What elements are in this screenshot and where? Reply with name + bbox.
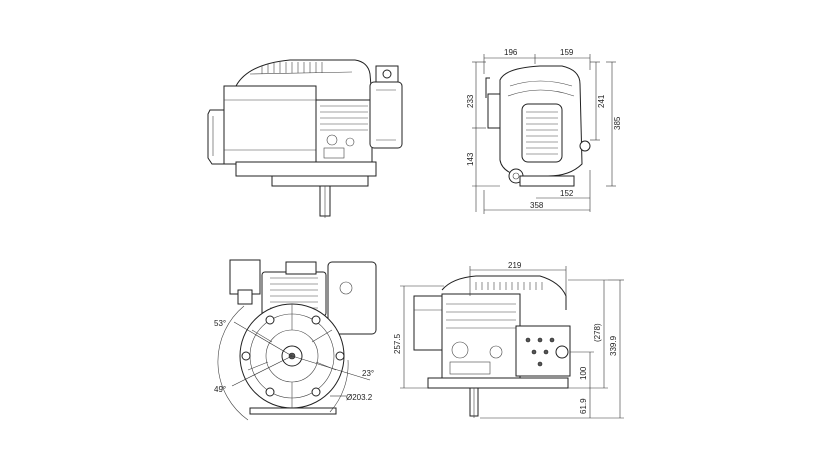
dim-385: 385 [613,116,622,130]
side-view-bottom-right: 219 257.5 (278) 339.9 100 61.9 [393,261,624,419]
side-view-top-left [207,59,403,218]
angle-53: 53° [214,319,226,328]
dim-219: 219 [508,261,522,270]
dim-233: 233 [466,94,475,108]
dim-61-9: 61.9 [579,398,588,414]
angle-49: 49° [214,385,226,394]
angle-23: 23° [362,369,374,378]
dim-152: 152 [560,189,574,198]
dim-196: 196 [504,48,518,57]
dim-278-ref: (278) [593,323,602,342]
dim-257-5: 257.5 [393,333,402,354]
dim-241: 241 [597,94,606,108]
top-view-bottom-left: 53° 49° 23° Ø203.2 [214,259,377,421]
dim-159: 159 [560,48,574,57]
front-view-top-right: 196 159 233 143 241 385 152 358 [466,48,622,214]
dim-339-9: 339.9 [609,335,618,356]
dim-143: 143 [466,152,475,166]
bolt-circle-diameter: Ø203.2 [346,393,373,402]
dim-358: 358 [530,201,544,210]
dim-100: 100 [579,366,588,380]
